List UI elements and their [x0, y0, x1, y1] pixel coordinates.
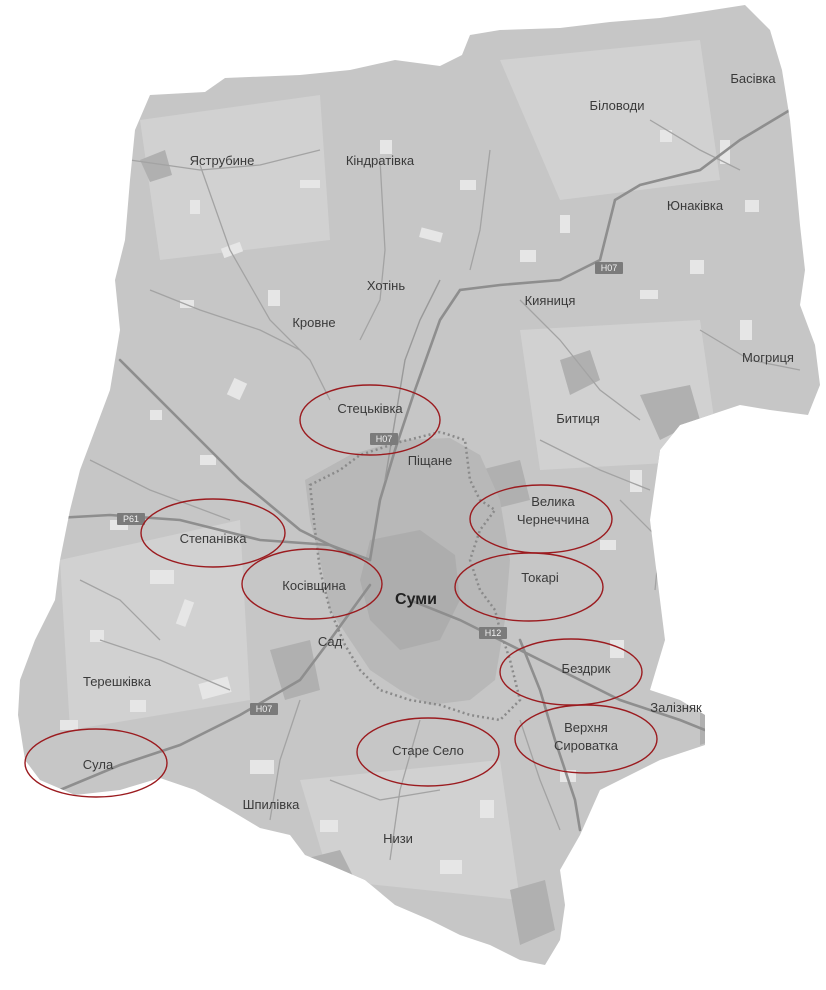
place-label[interactable]: Бездрик [562, 661, 611, 676]
place-label[interactable]: Басівка [730, 71, 776, 86]
minor-roads [79, 119, 801, 861]
shield-label-h12: Н12 [485, 628, 502, 638]
place-label[interactable]: Піщане [408, 453, 453, 468]
place-label[interactable]: Сула [83, 757, 114, 772]
place-label[interactable]: Верхня [564, 720, 608, 735]
place-label[interactable]: Степанівка [180, 531, 248, 546]
road-shield-h07-sw: Н07 [250, 703, 278, 715]
place-label[interactable]: Юнаківка [667, 198, 724, 213]
highlight-ring-stare-selo [356, 717, 500, 787]
road-shield-h12: Н12 [479, 627, 507, 639]
place-label[interactable]: Могриця [742, 350, 794, 365]
place-label[interactable]: Кровне [292, 315, 335, 330]
field-patches [60, 130, 759, 874]
road-shield-h07-ne: Н07 [595, 262, 623, 274]
place-label[interactable]: Старе Село [392, 743, 464, 758]
major-roads [18, 108, 792, 832]
place-label[interactable]: Терешківка [83, 674, 152, 689]
place-label[interactable]: Шпилівка [243, 797, 301, 812]
highlight-ring-tokari [454, 552, 604, 622]
highlight-ring-kosivshchyna [241, 548, 383, 620]
place-labels: Басівка Біловоди Яструбине Кіндратівка Ю… [83, 71, 794, 846]
highlight-ring-stepanivka [140, 498, 286, 568]
place-label[interactable]: Залізняк [650, 700, 702, 715]
place-label[interactable]: Косівщина [282, 578, 346, 593]
shield-label-h07-ne: Н07 [601, 263, 618, 273]
place-label[interactable]: Яструбине [190, 153, 255, 168]
place-label[interactable]: Кияниця [525, 293, 576, 308]
road-shield-p61: Р61 [117, 513, 145, 525]
place-label[interactable]: Біловоди [590, 98, 645, 113]
place-label[interactable]: Кіндратівка [346, 153, 415, 168]
place-label[interactable]: Сироватка [554, 738, 619, 753]
highlight-ring-sula [24, 728, 168, 798]
highlight-rings [24, 384, 658, 798]
place-label[interactable]: Стецьківка [337, 401, 403, 416]
city-boundary [308, 430, 522, 722]
place-label[interactable]: Чернеччина [517, 512, 590, 527]
place-label[interactable]: Велика [531, 494, 575, 509]
place-label[interactable]: Хотінь [367, 278, 405, 293]
city-center [360, 530, 460, 650]
highlight-ring-verkhnia-syrovatka [514, 704, 658, 774]
terrain-patches [60, 40, 720, 900]
road-shield-h07-center: Н07 [370, 433, 398, 445]
shield-label-h07-center: Н07 [376, 434, 393, 444]
highlight-ring-stetskivka [299, 384, 441, 456]
place-label[interactable]: Сад [318, 634, 343, 649]
shield-label-h07-sw: Н07 [256, 704, 273, 714]
city-label[interactable]: Суми [395, 591, 437, 608]
place-label[interactable]: Битиця [556, 411, 600, 426]
place-label[interactable]: Низи [383, 831, 413, 846]
place-label[interactable]: Токарі [521, 570, 559, 585]
shield-label-p61: Р61 [123, 514, 139, 524]
